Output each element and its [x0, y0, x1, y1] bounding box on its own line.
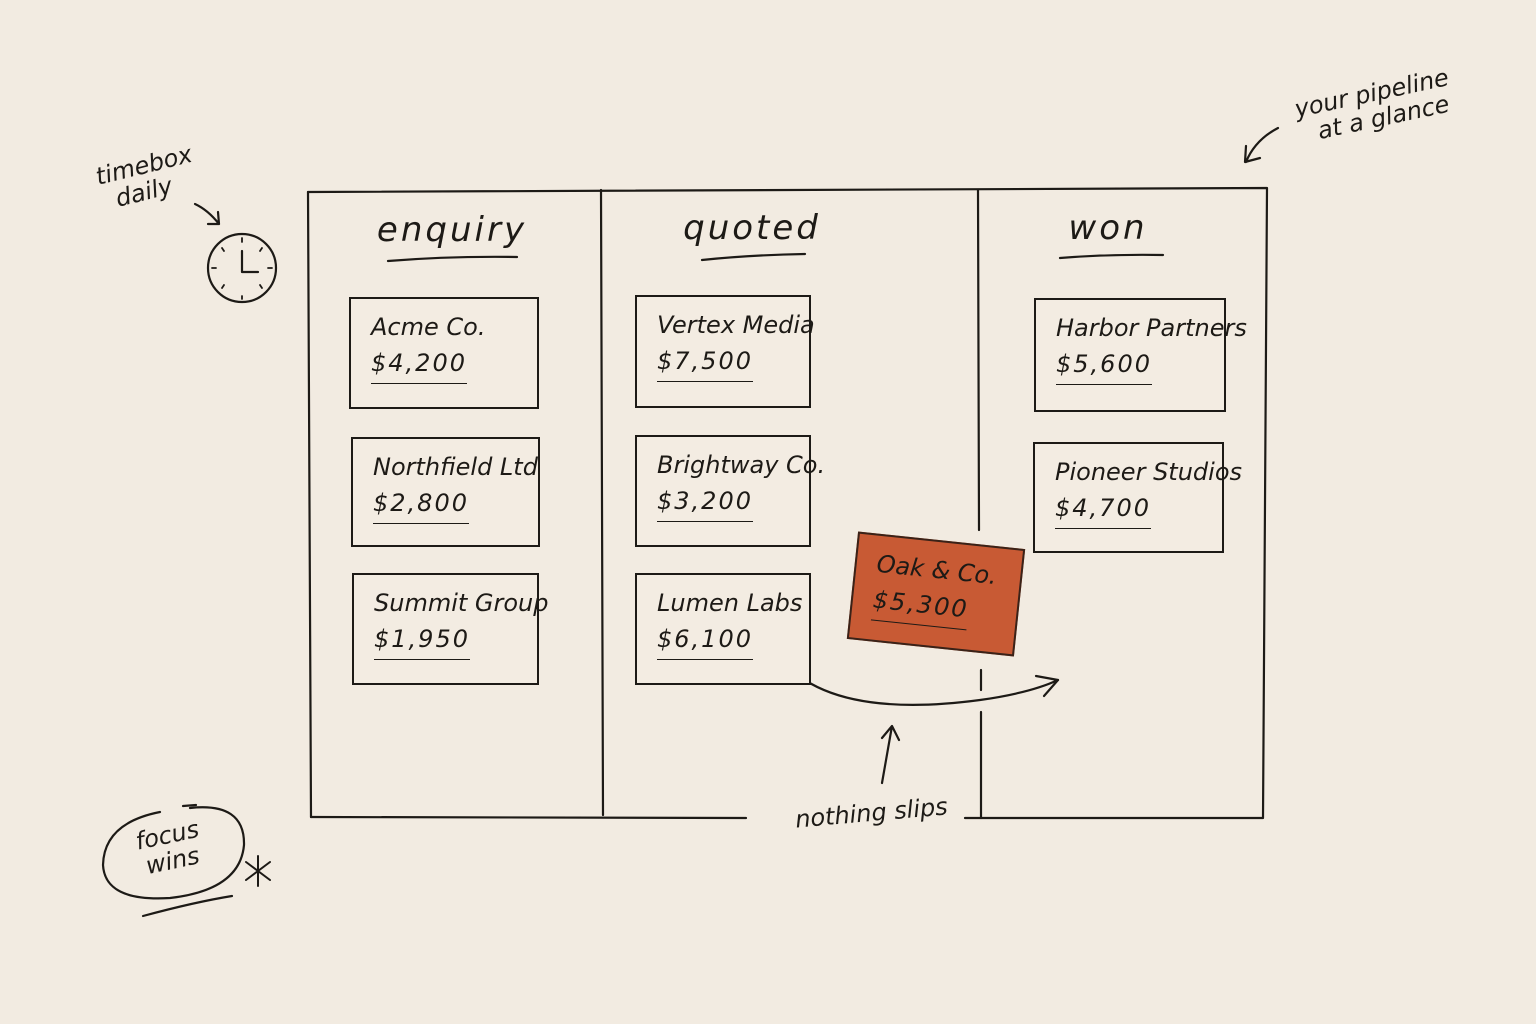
arrow-icon — [778, 656, 1060, 706]
deal-card[interactable]: Vertex Media $7,500 — [635, 295, 815, 408]
deal-amount: $4,200 — [371, 349, 467, 384]
deal-card[interactable]: Pioneer Studios $4,700 — [1033, 442, 1243, 553]
column-divider-1 — [599, 188, 605, 817]
deal-amount: $5,300 — [870, 585, 971, 631]
arrow-clock-icon — [193, 202, 221, 226]
underline-won — [1058, 253, 1165, 260]
focus-wins-circle — [101, 803, 246, 918]
deal-card[interactable]: Summit Group $1,950 — [352, 573, 549, 685]
arrow-up-icon — [880, 724, 901, 785]
deal-amount: $5,600 — [1056, 350, 1152, 385]
column-title-enquiry: enquiry — [376, 210, 528, 250]
arrow-corner-icon — [1243, 126, 1280, 164]
column-title-won: won — [1068, 208, 1148, 248]
deal-amount: $6,100 — [657, 625, 753, 660]
deal-name: Brightway Co. — [657, 451, 826, 479]
deal-name: Lumen Labs — [657, 589, 803, 617]
column-title-quoted: quoted — [683, 208, 821, 248]
deal-name: Acme Co. — [371, 313, 486, 341]
deal-amount: $3,200 — [657, 487, 753, 522]
underline-enquiry — [386, 255, 519, 263]
deal-name: Pioneer Studios — [1055, 458, 1243, 486]
deal-amount: $1,950 — [374, 625, 470, 660]
deal-amount: $2,800 — [373, 489, 469, 524]
moving-deal-card[interactable]: Oak & Co. $5,300 — [846, 531, 1026, 657]
deal-amount: $4,700 — [1055, 494, 1151, 529]
deal-card[interactable]: Northfield Ltd $2,800 — [351, 437, 540, 547]
deal-amount: $7,500 — [657, 347, 753, 382]
deal-name: Harbor Partners — [1056, 314, 1247, 342]
deal-name: Vertex Media — [657, 311, 815, 339]
asterisk-icon — [245, 855, 271, 887]
deal-name: Northfield Ltd — [373, 453, 538, 481]
clock-icon — [206, 232, 278, 304]
deal-name: Summit Group — [374, 589, 549, 617]
deal-name: Oak & Co. — [875, 549, 999, 591]
deal-card[interactable]: Lumen Labs $6,100 — [635, 573, 811, 685]
underline-quoted — [700, 252, 807, 262]
arrow-head-icon — [1034, 674, 1060, 698]
board-frame-left — [306, 190, 313, 819]
deal-card[interactable]: Harbor Partners $5,600 — [1034, 298, 1247, 412]
column-divider-2 — [976, 188, 983, 820]
deal-card[interactable]: Acme Co. $4,200 — [349, 297, 539, 409]
deal-card[interactable]: Brightway Co. $3,200 — [635, 435, 826, 547]
